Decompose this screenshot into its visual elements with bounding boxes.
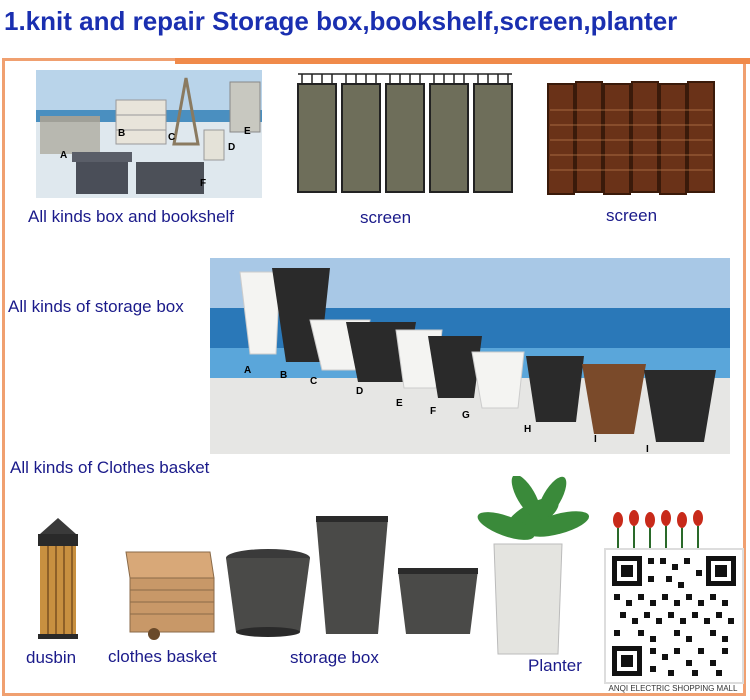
row1-letter: A (60, 150, 68, 161)
round-storage-basket-image (226, 549, 310, 637)
page-title: 1.knit and repair Storage box,bookshelf,… (4, 6, 678, 36)
screen-image-1 (297, 73, 513, 193)
dusbin-label: dusbin (26, 648, 77, 667)
screen-image-2 (547, 81, 715, 195)
screen-label-1: screen (360, 208, 412, 227)
clothes-basket-image (125, 551, 215, 640)
planter-label: Planter (528, 656, 582, 675)
storage-box-label: All kinds of storage box (8, 297, 184, 316)
tall-storage-box-image (316, 516, 388, 634)
qr-caption: ANQI ELECTRIC SHOPPING MALL (608, 684, 738, 693)
pot-letter: D (356, 386, 364, 397)
storage-box-small-label: storage box (290, 648, 379, 667)
pot-letter: A (244, 365, 252, 376)
pot-letter: I (646, 444, 649, 455)
square-storage-box-image (398, 568, 478, 634)
pot-letter: G (462, 410, 470, 421)
row1-letter: C (168, 132, 176, 143)
planter-image (477, 476, 590, 655)
clothes-basket-label: clothes basket (108, 647, 217, 666)
row1-letter: F (200, 178, 207, 189)
pot-letter: F (430, 406, 437, 417)
pot-letter: I (594, 434, 597, 445)
dustbin-image (38, 518, 78, 639)
screen-label-2: screen (606, 206, 658, 225)
row1-letter: D (228, 142, 236, 153)
pot-letter: H (524, 424, 532, 435)
qr-code-image (604, 548, 744, 684)
pot-letter: B (280, 370, 288, 381)
clothes-basket-heading: All kinds of Clothes basket (10, 458, 210, 477)
tulip-planter-image (613, 510, 703, 548)
frame-top-bar (175, 58, 750, 64)
storage-box-pool-image (210, 258, 730, 454)
row1-letter: E (244, 126, 251, 137)
row1-letter: B (118, 128, 126, 139)
pot-letter: C (310, 376, 318, 387)
pot-letter: E (396, 398, 403, 409)
box-bookshelf-image (36, 70, 262, 198)
box-bookshelf-label: All kinds box and bookshelf (28, 207, 235, 226)
